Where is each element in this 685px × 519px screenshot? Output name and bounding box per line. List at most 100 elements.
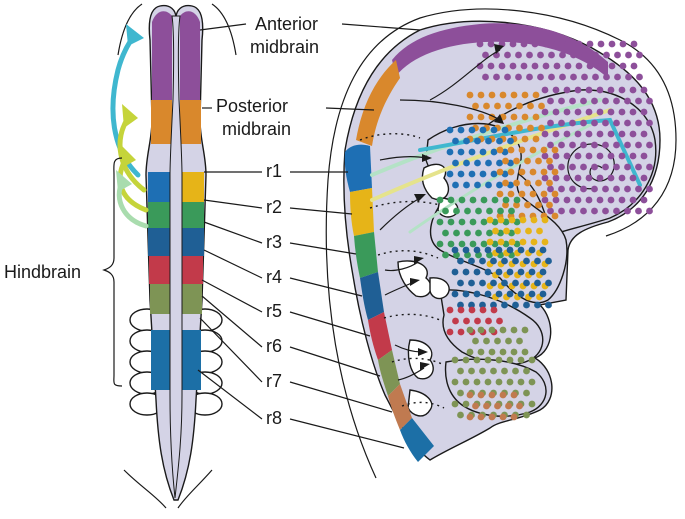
crest-cell-dot: [488, 348, 496, 356]
crest-cell-dot: [531, 62, 539, 70]
label-posterior-midbrain-line2: midbrain: [222, 119, 291, 139]
crest-cell-dot: [640, 196, 648, 204]
crest-cell-dot: [475, 229, 482, 237]
crest-cell-dot: [515, 73, 522, 81]
crest-cell-dot: [592, 51, 599, 59]
crest-cell-dot: [505, 402, 512, 410]
crest-cell-dot: [496, 159, 503, 167]
crest-cell-dot: [493, 73, 500, 81]
crest-cell-dot: [487, 40, 495, 48]
crest-cell-dot: [513, 196, 521, 204]
crest-cell-dot: [485, 317, 492, 325]
crest-cell-dot: [521, 113, 529, 121]
crest-cell-dot: [507, 168, 515, 176]
crest-cell-dot: [618, 130, 626, 138]
crest-cell-dot: [537, 73, 544, 81]
crest-cell-dot: [512, 367, 519, 375]
crest-cell-dot: [485, 137, 492, 145]
label-posterior-midbrain-line1: Posterior: [216, 96, 288, 116]
crest-cell-dot: [551, 212, 559, 220]
crest-cell-dot: [585, 196, 593, 204]
crest-cell-dot: [469, 196, 477, 204]
crest-cell-dot: [479, 367, 486, 375]
crest-cell-dot: [580, 163, 587, 171]
crest-cell-dot: [518, 146, 526, 154]
crest-cell-dot: [569, 119, 576, 127]
crest-cell-dot: [539, 268, 547, 276]
ectoderm-outline-top-right: [211, 3, 237, 56]
crest-cell-dot: [518, 190, 526, 198]
crest-cell-dot: [503, 227, 510, 235]
crest-cell-dot: [607, 86, 615, 94]
crest-cell-dot: [629, 174, 637, 182]
crest-cell-dot: [462, 246, 470, 254]
migration-arrows-lateral: [379, 44, 504, 381]
crest-cell-dot: [490, 306, 498, 314]
crest-cell-dot: [520, 40, 528, 48]
crest-cell-dot: [524, 201, 531, 209]
crest-cell-dot: [597, 62, 605, 70]
embryo-lateral-view: [325, 8, 677, 479]
crest-cell-dot: [636, 73, 643, 81]
neural-tube-lumen: [169, 15, 183, 499]
crest-cell-dot: [607, 174, 615, 182]
crest-cell-dot: [564, 40, 572, 48]
crest-cell-dot: [477, 91, 485, 99]
crest-cell-dot: [486, 238, 494, 246]
crest-cell-dot: [480, 218, 488, 226]
crest-cell-dot: [501, 257, 508, 265]
crest-cell-dot: [614, 51, 621, 59]
crest-cell-dot: [635, 207, 642, 215]
crest-cell-dot: [618, 86, 626, 94]
crest-cell-dot: [580, 119, 587, 127]
crest-cell-dot: [446, 170, 454, 178]
crest-cell-dot: [646, 163, 653, 171]
crest-cell-dot: [569, 141, 576, 149]
crest-cell-dot: [640, 86, 648, 94]
crest-cell-dot: [495, 246, 503, 254]
crest-cell-dot: [501, 126, 509, 134]
crest-cell-dot: [473, 378, 481, 386]
crest-cell-dot: [510, 326, 518, 334]
label-r7: r7: [266, 371, 282, 391]
crest-cell-dot: [640, 152, 648, 160]
crest-cell-dot: [542, 62, 550, 70]
crest-cell-dot: [451, 246, 459, 254]
crest-cell-dot: [607, 152, 615, 160]
crest-cell-dot: [591, 141, 598, 149]
crest-cell-dot: [496, 146, 504, 154]
crest-cell-dot: [499, 391, 507, 399]
crest-cell-dot: [498, 62, 506, 70]
crest-cell-dot: [640, 130, 648, 138]
crest-cell-dot: [479, 306, 487, 314]
label-r5: r5: [266, 301, 282, 321]
crest-cell-dot: [466, 348, 474, 356]
crest-cell-dot: [532, 135, 540, 143]
crest-cell-dot: [506, 378, 514, 386]
crest-cell-dot: [547, 97, 554, 105]
crest-cell-dot: [546, 179, 553, 187]
crest-cell-dot: [442, 229, 449, 237]
crest-cell-dot: [458, 240, 466, 248]
crest-cell-dot: [574, 86, 582, 94]
crest-cell-dot: [468, 257, 475, 265]
crest-cell-dot: [508, 216, 516, 224]
crest-cell-dot: [510, 348, 518, 356]
crest-cell-dot: [510, 413, 518, 421]
crest-cell-dot: [490, 279, 497, 287]
crest-cell-dot: [513, 201, 520, 209]
crest-cell-dot: [512, 257, 519, 265]
crest-cell-dot: [506, 246, 514, 254]
crest-cell-dot: [446, 148, 454, 156]
crest-cell-dot: [523, 389, 530, 397]
crest-cell-dot: [468, 148, 476, 156]
crest-cell-dot: [527, 124, 534, 132]
crest-cell-dot: [591, 97, 598, 105]
crest-cell-dot: [466, 91, 474, 99]
crest-cell-dot: [548, 51, 555, 59]
crest-cell-dot: [509, 62, 517, 70]
crest-cell-dot: [466, 326, 474, 334]
crest-cell-dot: [473, 290, 481, 298]
crest-cell-dot: [495, 268, 503, 276]
crest-cell-dot: [516, 102, 523, 110]
